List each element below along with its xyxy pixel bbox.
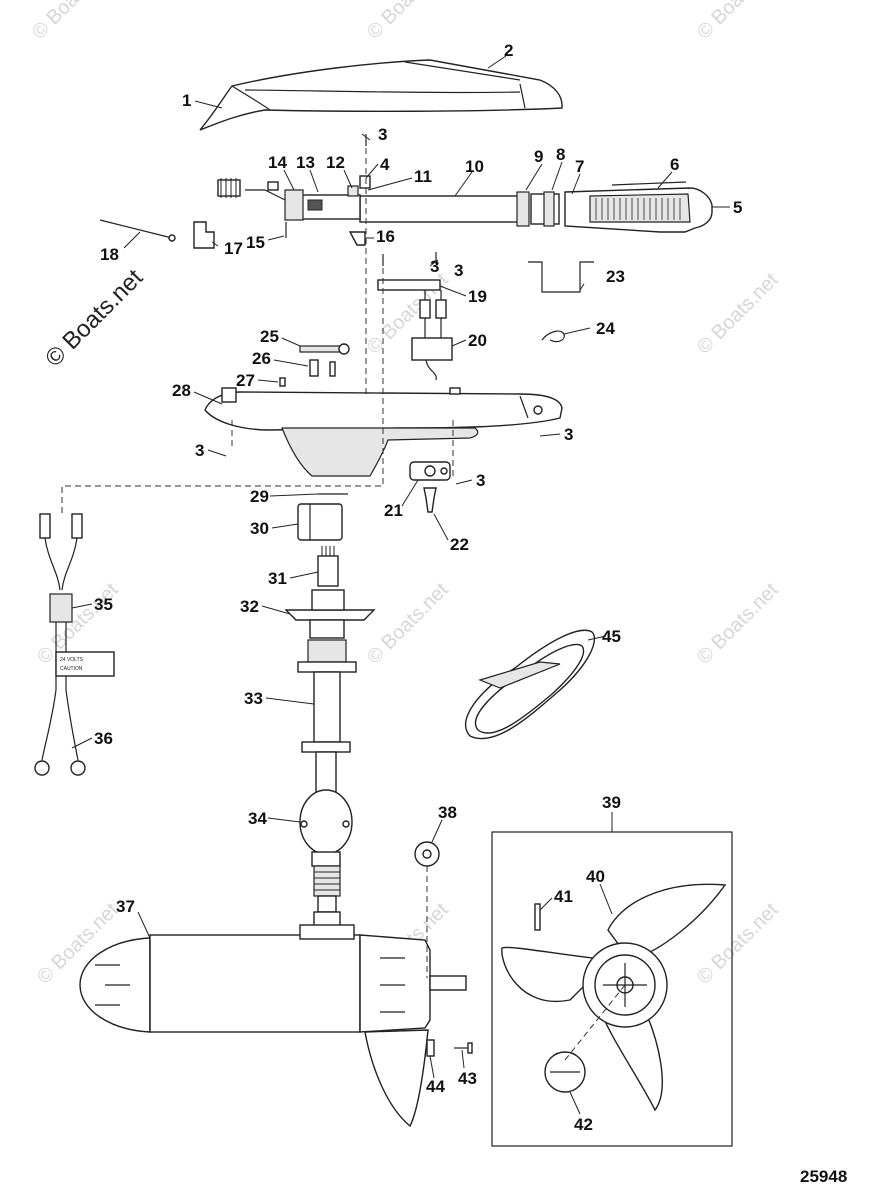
callout-16: 16	[376, 227, 395, 246]
callout-38: 38	[438, 803, 457, 822]
label-plate-line1: 24 VOLTS	[60, 657, 84, 663]
part-tiller-handle	[359, 181, 713, 233]
callout-25: 25	[260, 327, 279, 346]
callout-44: 44	[426, 1077, 445, 1096]
watermark-tiles: © Boats.net © Boats.net © Boats.net © Bo…	[28, 0, 783, 989]
callout-3e: 3	[476, 471, 485, 490]
callout-10: 10	[465, 157, 484, 176]
callout-labels: 1 2 3 3 3 3 3 3 4 5 6 7 8 9 10 11 12 13 …	[94, 41, 742, 1134]
callout-27: 27	[236, 371, 255, 390]
callout-40: 40	[586, 867, 605, 886]
callout-3f: 3	[430, 257, 439, 276]
part-connector	[411, 290, 453, 381]
callout-42: 42	[574, 1115, 593, 1134]
callout-1: 1	[182, 91, 191, 110]
callout-leaders	[71, 55, 730, 1115]
callout-3c: 3	[195, 441, 204, 460]
part-21-22	[409, 461, 451, 513]
callout-20: 20	[468, 331, 487, 350]
assembly-guide-lines	[61, 148, 454, 978]
watermark-tile: © Boats.net	[363, 0, 453, 44]
callout-32: 32	[240, 597, 259, 616]
callout-13: 13	[296, 153, 315, 172]
motor-vent-marks	[95, 940, 405, 1030]
callout-30: 30	[250, 519, 269, 538]
callout-41: 41	[554, 887, 573, 906]
part-clip	[541, 330, 565, 343]
watermark-tile: © Boats.net	[693, 899, 783, 989]
part-top-cover	[199, 59, 563, 131]
callout-18: 18	[100, 245, 119, 264]
part-shaft-assembly	[284, 546, 376, 927]
callout-26: 26	[252, 349, 271, 368]
callout-36: 36	[94, 729, 113, 748]
callout-29: 29	[250, 487, 269, 506]
watermark-tile: © Boats.net	[693, 269, 783, 359]
callout-14: 14	[268, 153, 287, 172]
callout-6: 6	[670, 155, 679, 174]
callout-9: 9	[534, 147, 543, 166]
callout-3d: 3	[564, 425, 573, 444]
part-screws-25-27	[279, 343, 350, 387]
part-battery-leads: 24 VOLTS CAUTION	[34, 513, 115, 776]
callout-33: 33	[244, 689, 263, 708]
callout-17: 17	[224, 239, 243, 258]
part-propeller-kit-box	[491, 831, 733, 1147]
part-bracket	[528, 261, 594, 293]
watermark-tile: © Boats.net	[693, 579, 783, 669]
callout-12: 12	[326, 153, 345, 172]
watermark-tile: © Boats.net	[28, 0, 118, 44]
callout-31: 31	[268, 569, 287, 588]
callout-24: 24	[596, 319, 615, 338]
label-plate-line2: CAUTION	[60, 666, 83, 672]
part-strap	[464, 629, 596, 740]
callout-19: 19	[468, 287, 487, 306]
callout-3b: 3	[454, 261, 463, 280]
callout-2: 2	[504, 41, 513, 60]
part-switch-assembly	[217, 175, 371, 238]
part-hardware-upper	[99, 134, 441, 291]
callout-3a: 3	[378, 125, 387, 144]
callout-35: 35	[94, 595, 113, 614]
drawing-number: 25948	[800, 1167, 847, 1186]
watermark-tile: © Boats.net	[363, 579, 453, 669]
callout-15: 15	[246, 233, 265, 252]
callout-21: 21	[384, 501, 403, 520]
part-motor	[79, 924, 467, 1128]
callout-4: 4	[380, 155, 390, 174]
callout-7: 7	[575, 157, 584, 176]
callout-45: 45	[602, 627, 621, 646]
watermark-text: © Boats.net	[40, 264, 148, 372]
part-30	[297, 503, 343, 541]
callout-23: 23	[606, 267, 625, 286]
callout-34: 34	[248, 809, 267, 828]
callout-11: 11	[414, 167, 432, 186]
handle-grip-lines	[595, 198, 681, 220]
callout-37: 37	[116, 897, 135, 916]
callout-8: 8	[556, 145, 565, 164]
callout-39: 39	[602, 793, 621, 812]
callout-28: 28	[172, 381, 191, 400]
callout-5: 5	[733, 198, 742, 217]
callout-22: 22	[450, 535, 469, 554]
callout-43: 43	[458, 1069, 477, 1088]
watermark-tile: © Boats.net	[693, 0, 783, 44]
